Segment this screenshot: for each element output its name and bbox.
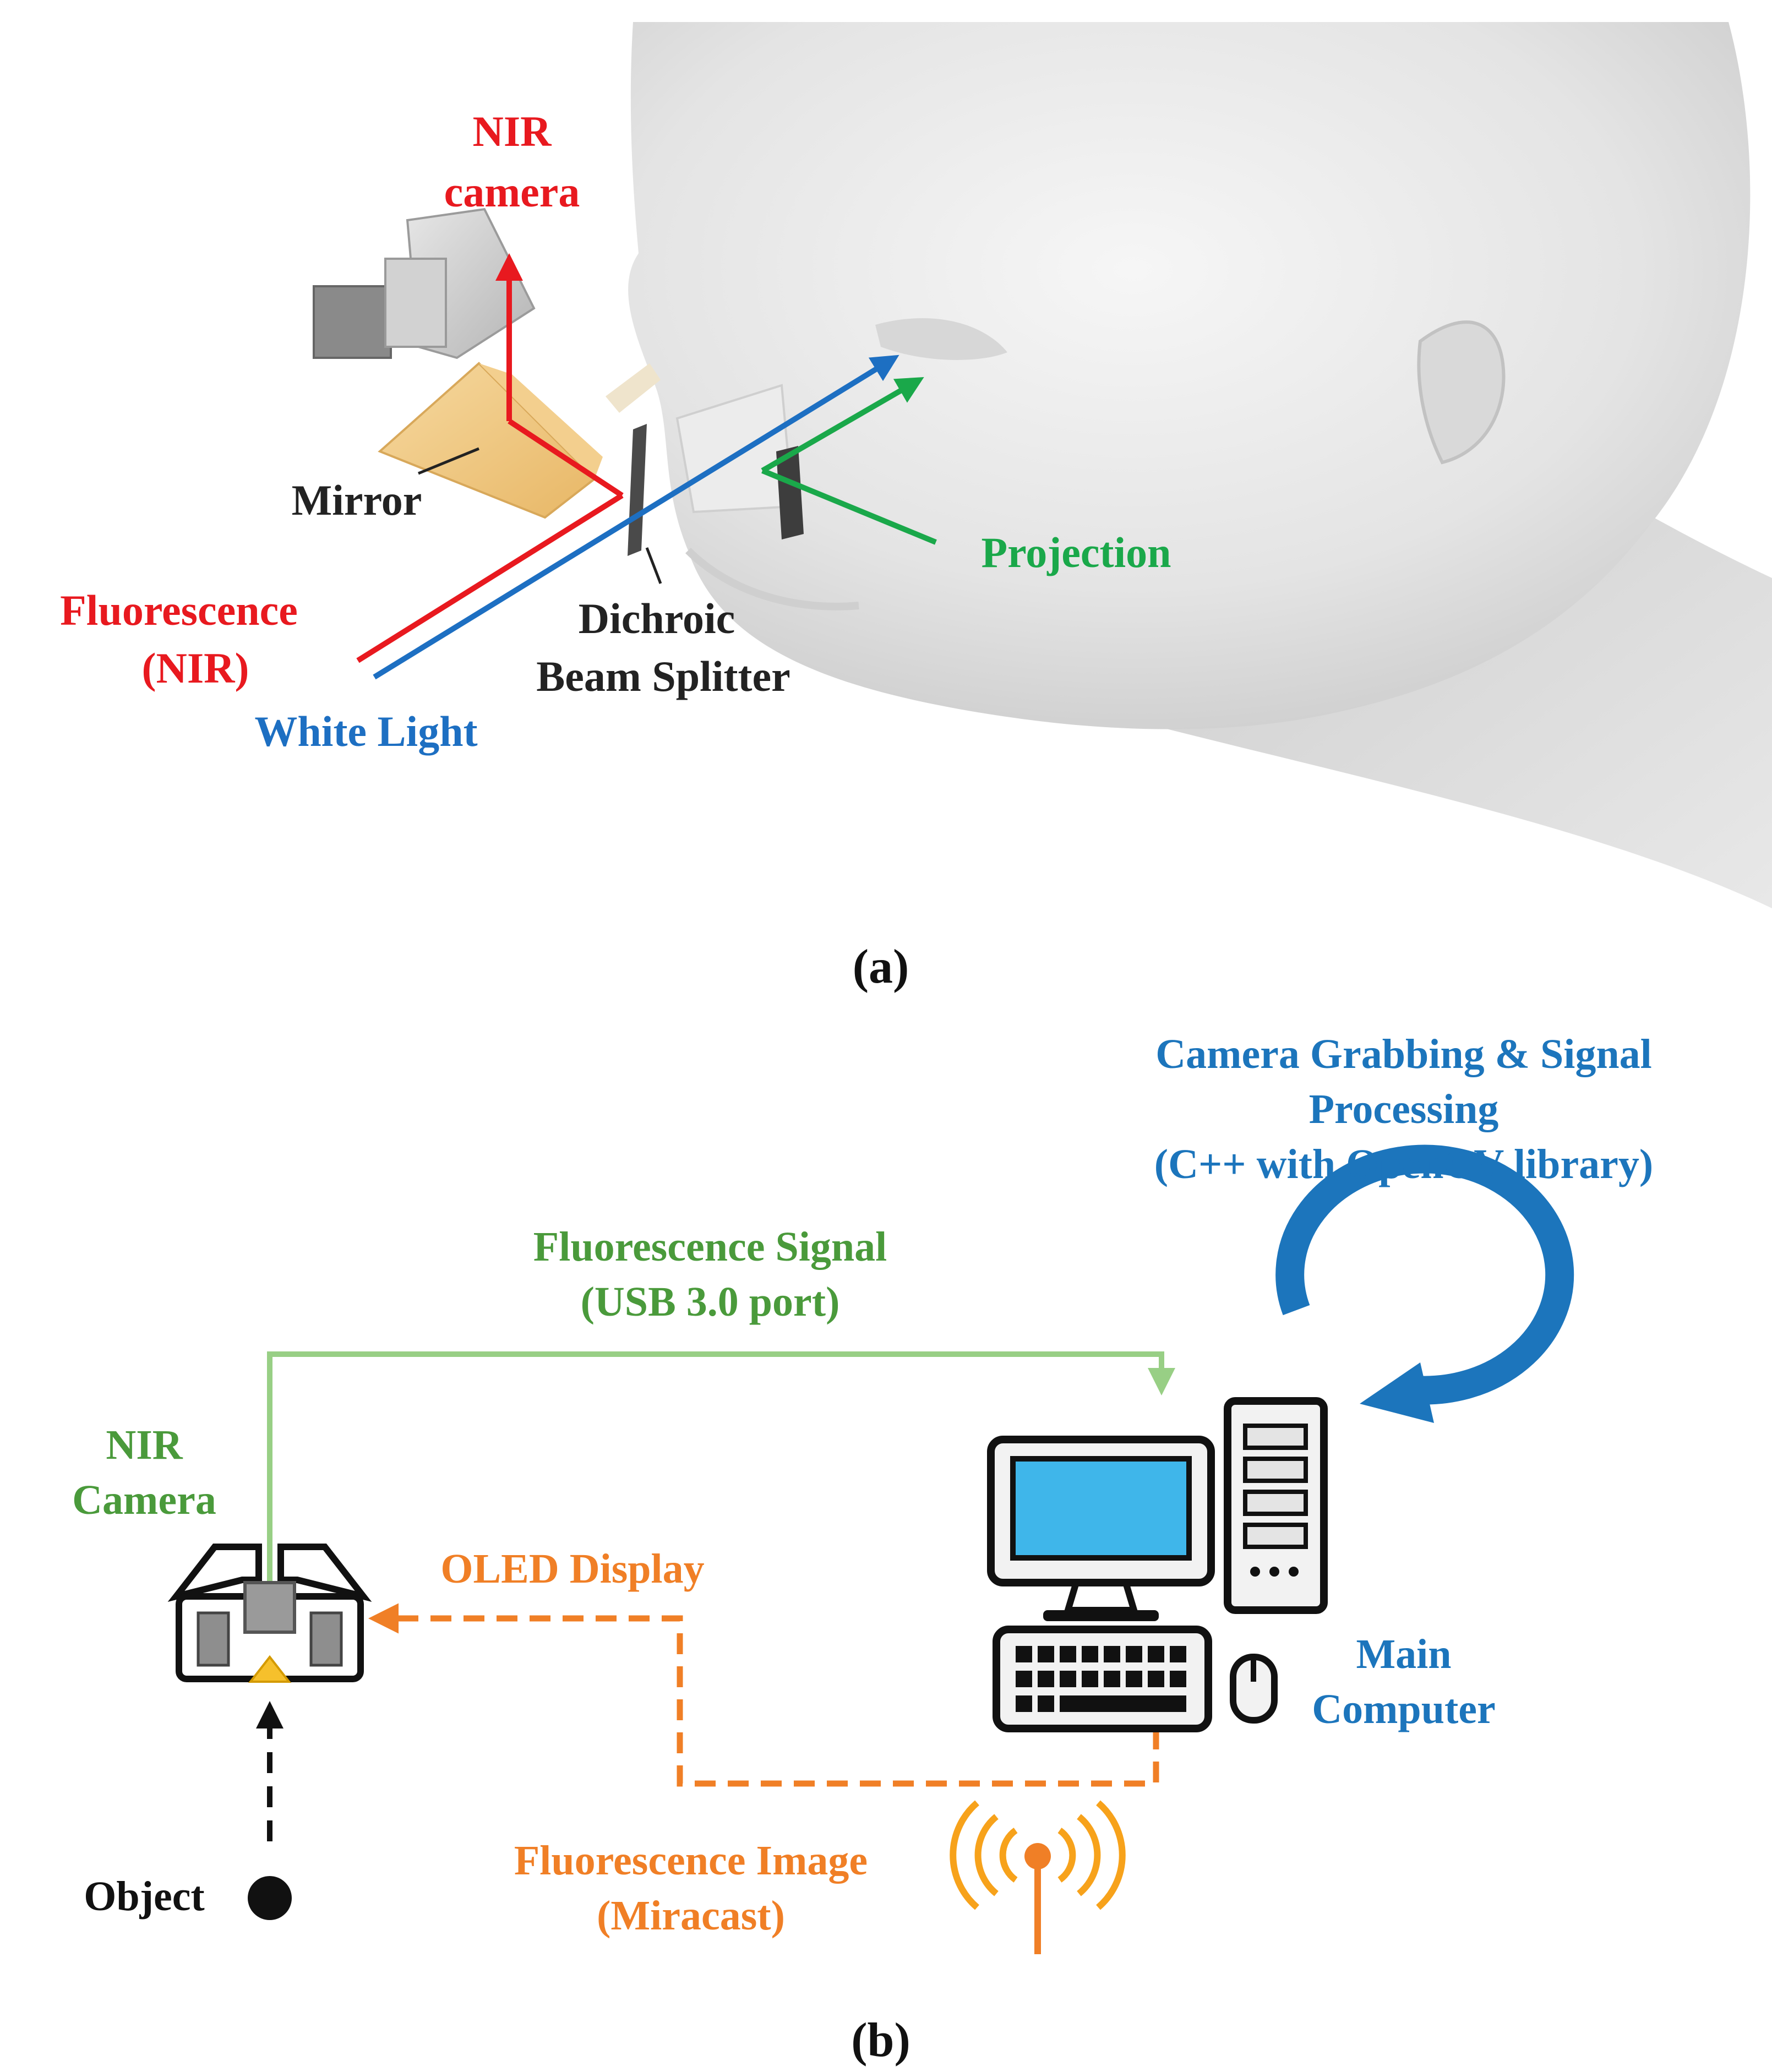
white-light-path: [373, 355, 899, 680]
nir-camera-b-label-1: NIR: [106, 1422, 183, 1468]
panel-b-caption: (b): [851, 2014, 910, 2067]
fluorescence-nir-label-1: Fluorescence: [60, 586, 298, 634]
signal-label-2: (USB 3.0 port): [581, 1279, 840, 1325]
miracast-path: [368, 1603, 1159, 1787]
desktop-computer-icon: [987, 1397, 1328, 1621]
projection-path: [761, 377, 937, 545]
usb-signal-path: [267, 1351, 1175, 1585]
nir-camera-label-2: camera: [444, 168, 580, 216]
nir-camera-device: [313, 208, 536, 359]
main-computer-label-1: Main: [1356, 1631, 1451, 1677]
white-light-label: White Light: [254, 707, 477, 755]
mirror-leader: [418, 447, 479, 475]
dichroic-label-1: Dichroic: [579, 595, 735, 642]
object-dot-icon: [248, 1876, 292, 1920]
keyboard-icon: [993, 1626, 1212, 1732]
mouse-icon: [1230, 1654, 1278, 1724]
panel-b: Camera Grabbing & Signal Processing (C++…: [72, 1031, 1653, 2067]
splitter-leader: [645, 547, 662, 584]
panel-a-caption: (a): [853, 940, 909, 994]
panel-a: NIR camera Mirror Fluorescence (NIR) Whi…: [60, 22, 1772, 994]
processing-label-2: Processing: [1309, 1086, 1499, 1132]
nir-camera-b-label-2: Camera: [72, 1477, 216, 1523]
fluorescence-image-label-1: Fluorescence Image: [514, 1837, 868, 1884]
processing-label-3: (C++ with OpenCV library): [1154, 1141, 1653, 1187]
face-render: [628, 22, 1772, 908]
wireless-signal-icon: [950, 1800, 1126, 1954]
goggle-camera-icon: [167, 1544, 372, 1683]
fluorescence-nir-label-2: (NIR): [142, 644, 249, 692]
processing-label-1: Camera Grabbing & Signal: [1155, 1031, 1652, 1077]
oled-display-label: OLED Display: [440, 1546, 704, 1592]
dichroic-label-2: Beam Splitter: [536, 652, 790, 700]
projection-screen: [675, 384, 804, 539]
main-computer-label-2: Computer: [1312, 1686, 1496, 1732]
wireless-source-dot: [1024, 1843, 1051, 1869]
signal-label-1: Fluorescence Signal: [533, 1224, 887, 1270]
mirror-label: Mirror: [292, 476, 422, 524]
beam-splitter: [606, 363, 661, 556]
cycle-arrow-icon: [1275, 1144, 1574, 1423]
fluorescence-image-label-2: (Miracast): [597, 1893, 785, 1939]
nir-beam-path: [356, 253, 624, 663]
object-label: Object: [84, 1873, 204, 1920]
nir-camera-label-1: NIR: [472, 107, 552, 155]
projection-label: Projection: [981, 528, 1171, 576]
